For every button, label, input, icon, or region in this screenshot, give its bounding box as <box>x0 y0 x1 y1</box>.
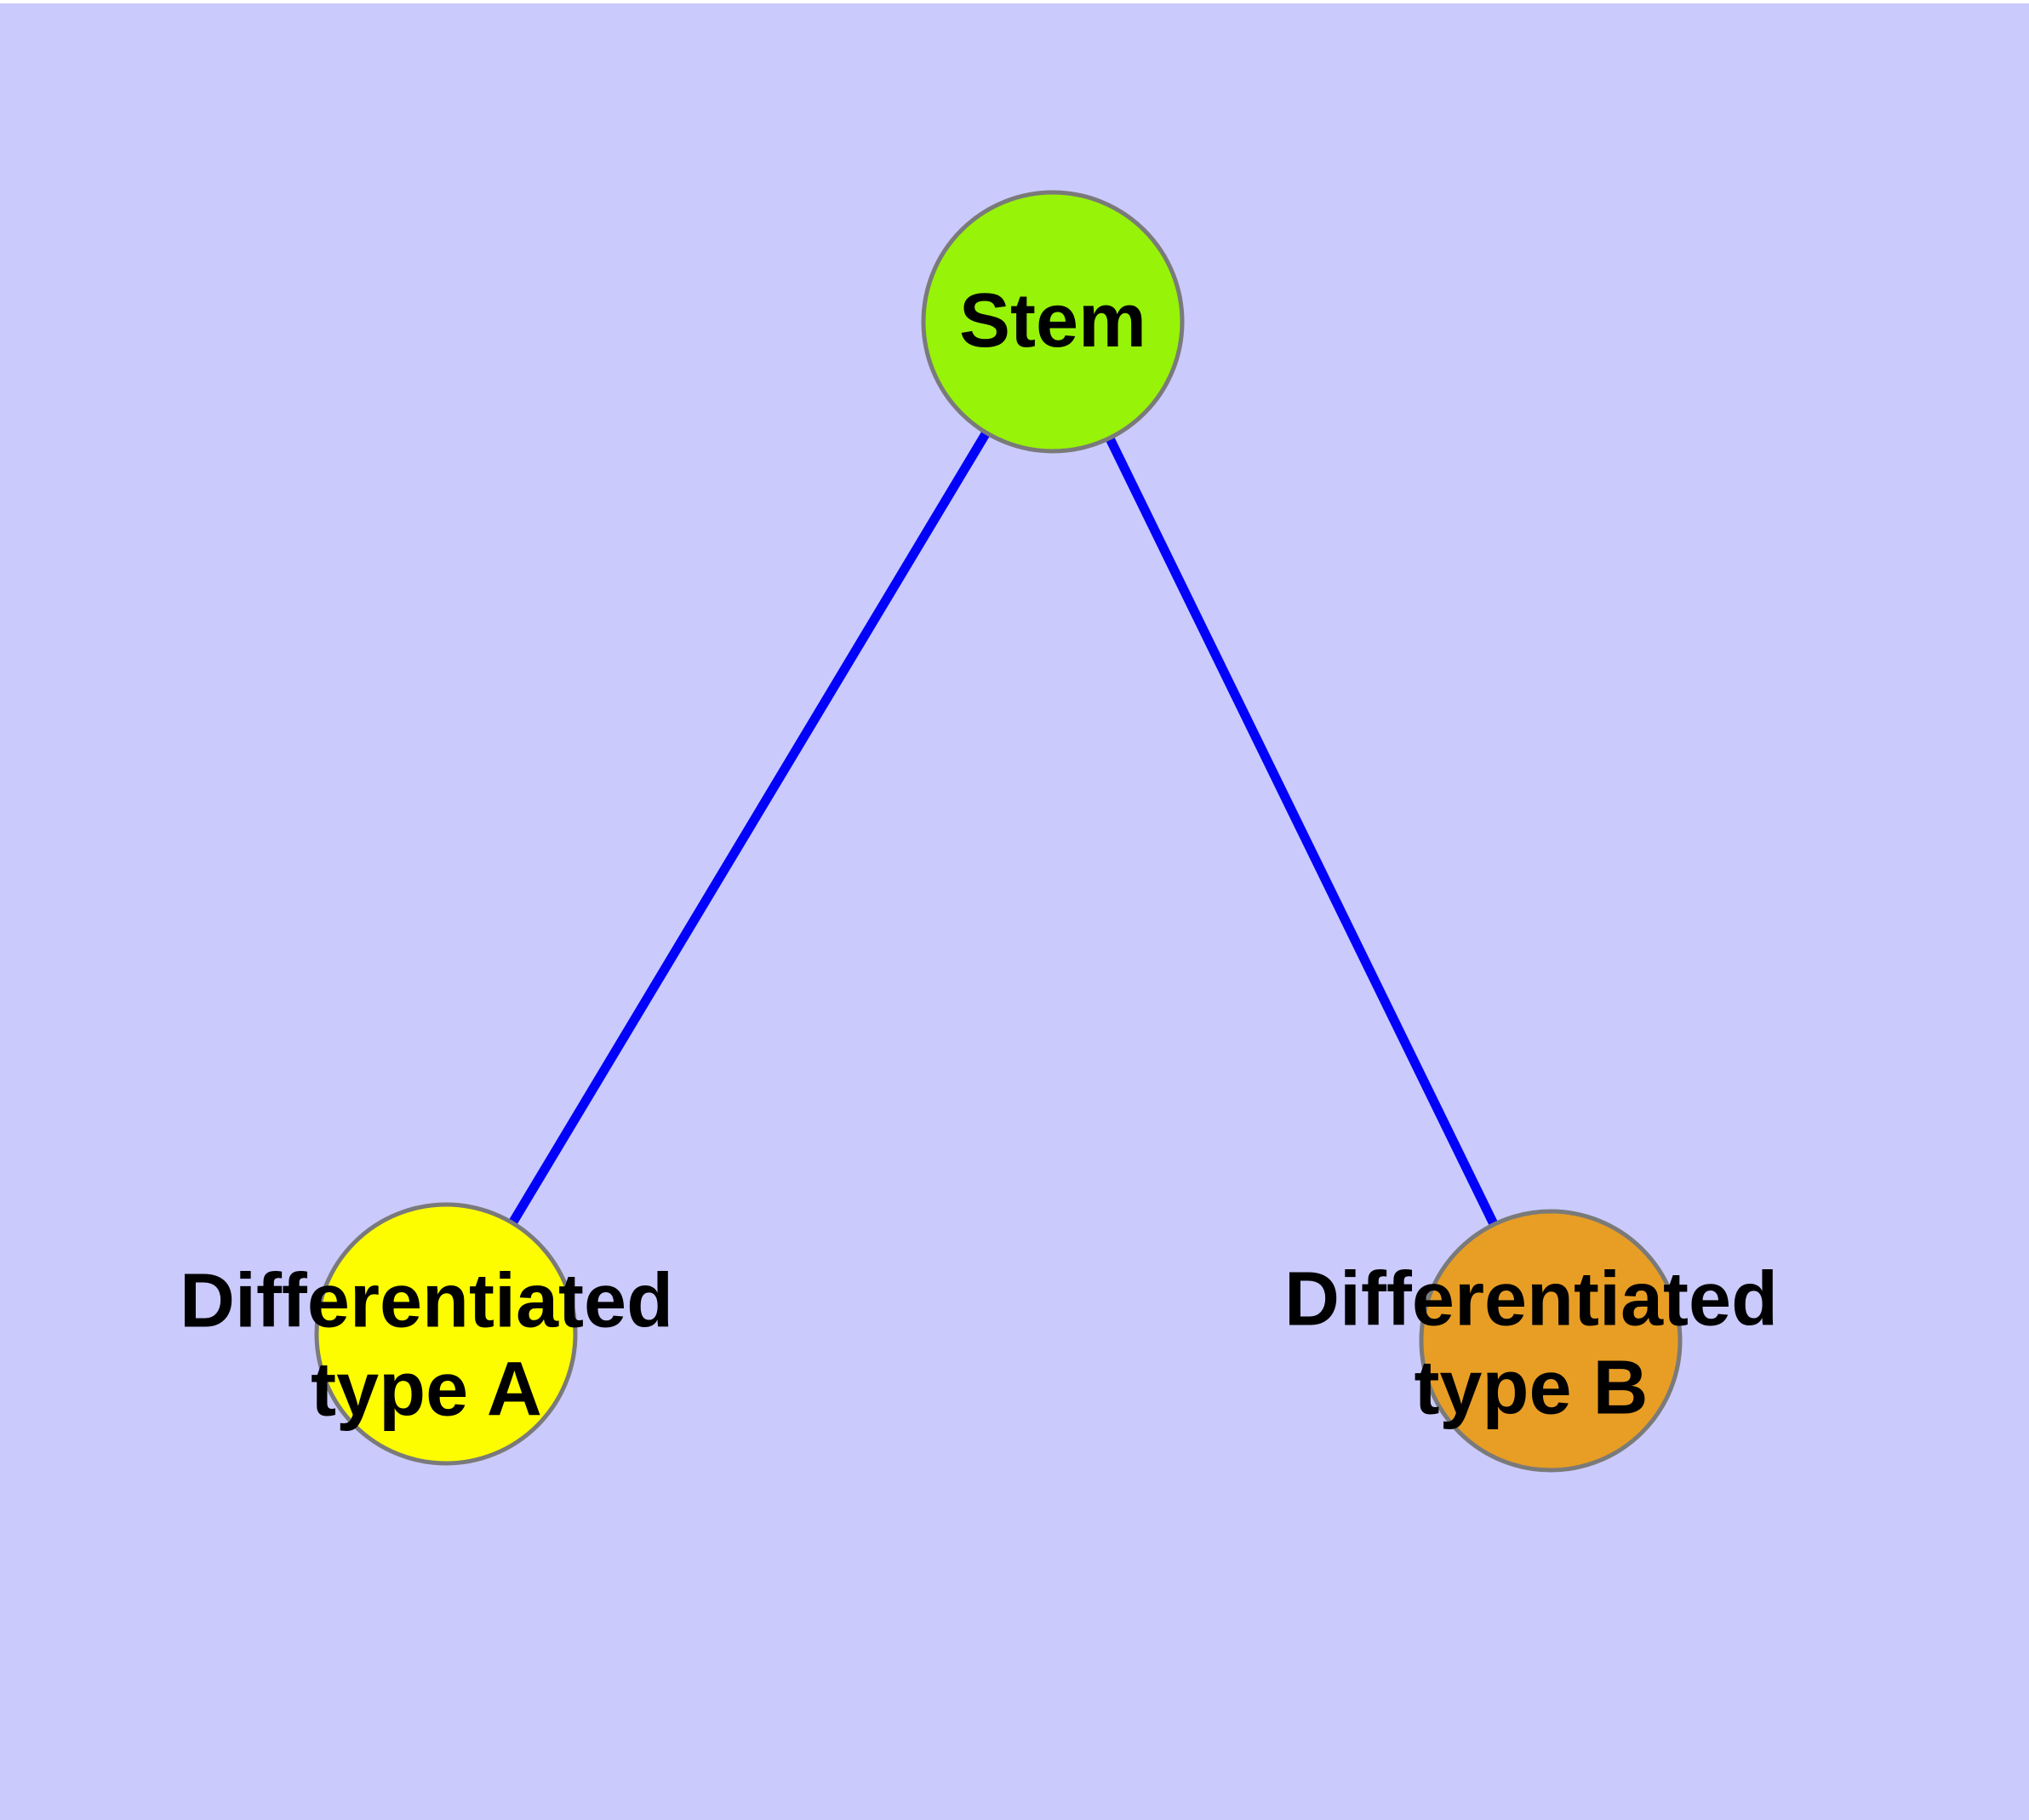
node-type-b-circle <box>1419 1209 1683 1473</box>
edge-stem-to-type-b <box>1049 319 1555 1343</box>
node-stem-circle <box>921 190 1185 454</box>
node-type-a-circle <box>314 1202 578 1466</box>
edge-stem-to-type-a <box>442 319 1057 1336</box>
